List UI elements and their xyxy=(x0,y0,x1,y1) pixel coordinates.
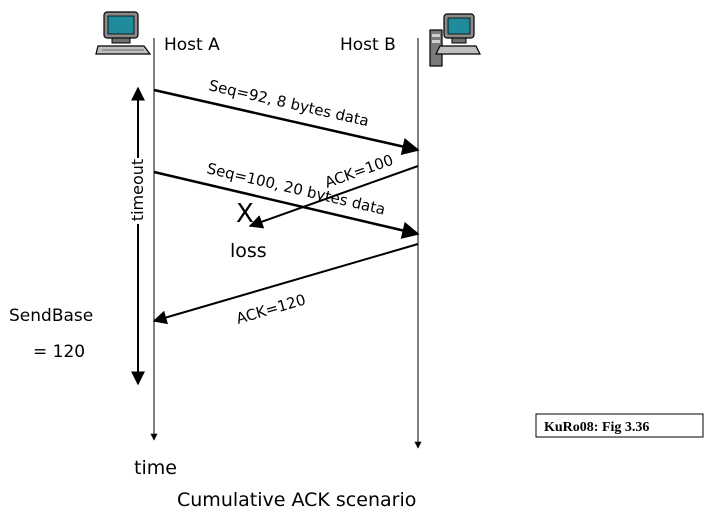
caption: Cumulative ACK scenario xyxy=(177,489,416,511)
seq100-arrow xyxy=(153,170,420,239)
sendbase-label: SendBase xyxy=(9,306,93,326)
loss-x-mark: X xyxy=(236,199,254,229)
ack120-arrow xyxy=(152,243,419,325)
time-label: time xyxy=(134,457,177,479)
host-a-label: Host A xyxy=(164,35,220,55)
reference-label: KuRo08: Fig 3.36 xyxy=(544,420,649,435)
host-b-label: Host B xyxy=(340,35,396,55)
timeout-label: timeout xyxy=(128,159,147,221)
ack100-arrow xyxy=(248,165,419,229)
ack120-label: ACK=120 xyxy=(234,290,308,327)
ack100-label: ACK=100 xyxy=(322,151,395,192)
sendbase-value: = 120 xyxy=(33,342,85,362)
computer-icon xyxy=(95,11,152,55)
seq92-arrow xyxy=(153,88,420,156)
reference-box xyxy=(535,413,704,438)
computer-tower-icon xyxy=(429,13,481,67)
seq92-label: Seq=92, 8 bytes data xyxy=(207,76,371,130)
loss-label: loss xyxy=(230,240,267,262)
